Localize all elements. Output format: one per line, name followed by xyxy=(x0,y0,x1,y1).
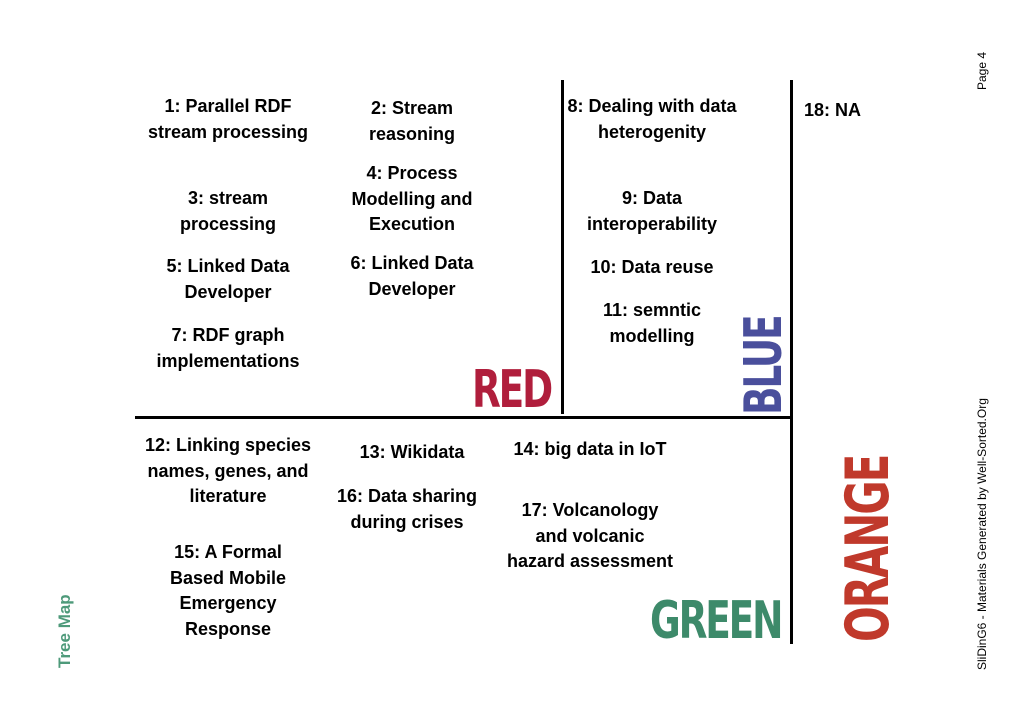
blue-item-11: 11: semntic modelling xyxy=(602,300,702,346)
red-item-7: 7: RDF graph implementations xyxy=(156,325,300,371)
page-label-text: Page 4 xyxy=(975,51,989,90)
map-title-text: Tree Map xyxy=(55,594,74,668)
group-label-red: RED xyxy=(472,360,553,420)
blue-item-10: 10: Data reuse xyxy=(590,257,714,277)
red-item-3: 3: stream processing xyxy=(179,188,277,234)
group-label-blue-text: BLUE xyxy=(734,316,794,415)
group-label-green: GREEN xyxy=(650,591,783,651)
map-title: Tree Map xyxy=(55,594,75,668)
red-item-4: 4: Process Modelling and Execution xyxy=(351,163,473,234)
green-item-17: 17: Volcanology and volcanic hazard asse… xyxy=(506,500,674,571)
group-label-blue: BLUE xyxy=(734,278,794,415)
footer-credit-text: SliDinG6 - Materials Generated by Well-S… xyxy=(975,398,989,670)
divider-red-blue xyxy=(561,80,564,414)
orange-item-18: 18: NA xyxy=(804,100,862,120)
green-item-13: 13: Wikidata xyxy=(359,442,465,462)
blue-item-9: 9: Data interoperability xyxy=(586,188,718,234)
divider-top-bottom xyxy=(135,416,791,419)
footer-credit: SliDinG6 - Materials Generated by Well-S… xyxy=(973,398,991,670)
red-item-6: 6: Linked Data Developer xyxy=(350,253,474,299)
red-item-2: 2: Stream reasoning xyxy=(368,98,456,144)
blue-item-8: 8: Dealing with data heterogenity xyxy=(567,96,737,142)
group-label-orange-text: ORANGE xyxy=(833,455,903,642)
green-item-16: 16: Data sharing during crises xyxy=(336,486,478,532)
green-item-15: 15: A Formal Based Mobile Emergency Resp… xyxy=(169,542,287,639)
divider-main-orange xyxy=(790,80,793,644)
group-label-orange: ORANGE xyxy=(833,376,903,642)
page-label: Page 4 xyxy=(973,52,991,90)
green-item-14: 14: big data in IoT xyxy=(513,439,667,459)
red-item-1: 1: Parallel RDF stream processing xyxy=(147,96,309,142)
red-item-5: 5: Linked Data Developer xyxy=(166,256,290,302)
green-item-12: 12: Linking species names, genes, and li… xyxy=(144,435,312,506)
